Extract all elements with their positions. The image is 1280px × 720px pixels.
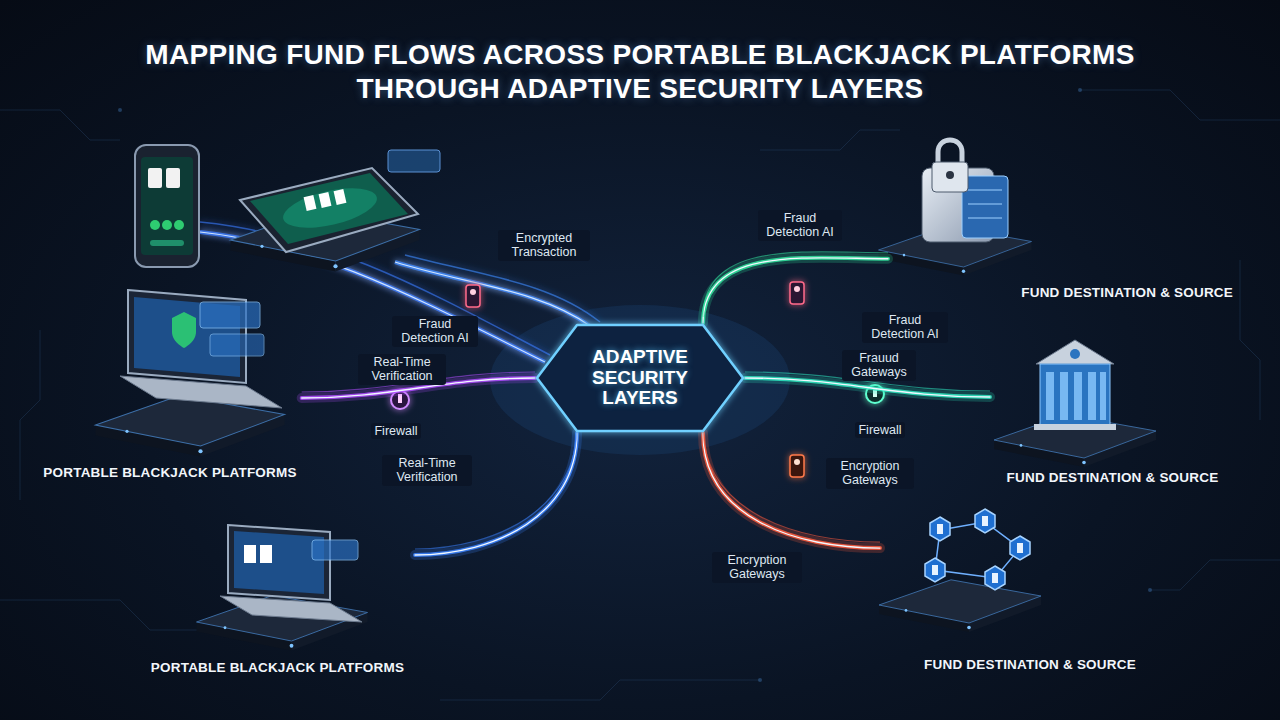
- security-label: Firewall: [371, 423, 420, 439]
- node-label: PORTABLE BLACKJACK PLATFORMS: [151, 660, 404, 675]
- hub-title: ADAPTIVE SECURITY LAYERS: [575, 347, 705, 409]
- connector-label: Real-Time Verification: [358, 354, 446, 385]
- fund-destination: FUND DESTINATION & SOURCE: [880, 495, 1180, 672]
- hub-outline: [537, 325, 743, 431]
- connector-label: Fraud Detection AI: [758, 210, 842, 241]
- fund-destination: FUND DESTINATION & SOURCE: [888, 135, 1233, 300]
- node-label: FUND DESTINATION & SOURCE: [1021, 285, 1233, 300]
- flow-connector: [415, 427, 577, 555]
- security-label: Fraud Detection AI: [862, 312, 948, 343]
- node-label: FUND DESTINATION & SOURCE: [1007, 470, 1219, 485]
- annotation-box: Encryption Gateways: [826, 458, 914, 489]
- node-label: FUND DESTINATION & SOURCE: [924, 657, 1136, 672]
- connector-label: Firewall: [855, 422, 904, 438]
- fund-destination: FUND DESTINATION & SOURCE: [990, 325, 1235, 485]
- security-label: Encryption Gateways: [826, 458, 914, 489]
- annotation-box: Encrypted Transaction: [498, 230, 590, 261]
- blackjack-platform: PORTABLE BLACKJACK PLATFORMS: [38, 275, 301, 480]
- annotation-box: Frauud Gateways: [842, 350, 916, 381]
- annotation-box: Fraud Detection AI: [862, 312, 948, 343]
- connector-label-box: Fraud Detection AI: [758, 210, 842, 241]
- connector-label: Real-Time Verification: [382, 455, 472, 486]
- connector-label: Encryption Gateways: [712, 552, 802, 583]
- security-label: Encrypted Transaction: [498, 230, 590, 261]
- connector-label-box: Real-Time Verification: [382, 455, 472, 486]
- connector-label-box: Firewall: [848, 422, 912, 438]
- annotation-box: Fraud Detection AI: [392, 316, 478, 347]
- connector-label-box: Encryption Gateways: [712, 552, 802, 583]
- flow-connector: [703, 252, 888, 323]
- security-label: Frauud Gateways: [842, 350, 916, 381]
- node-label: PORTABLE BLACKJACK PLATFORMS: [43, 465, 296, 480]
- blackjack-platform: PORTABLE BLACKJACK PLATFORMS: [140, 515, 415, 675]
- security-label: Fraud Detection AI: [392, 316, 478, 347]
- diagram-title: MAPPING FUND FLOWS ACROSS PORTABLE BLACK…: [100, 38, 1180, 106]
- annotation-box: Firewall: [364, 423, 428, 439]
- connector-label-box: Real-Time Verification: [358, 354, 446, 385]
- security-hub: ADAPTIVE SECURITY LAYERS: [535, 323, 745, 433]
